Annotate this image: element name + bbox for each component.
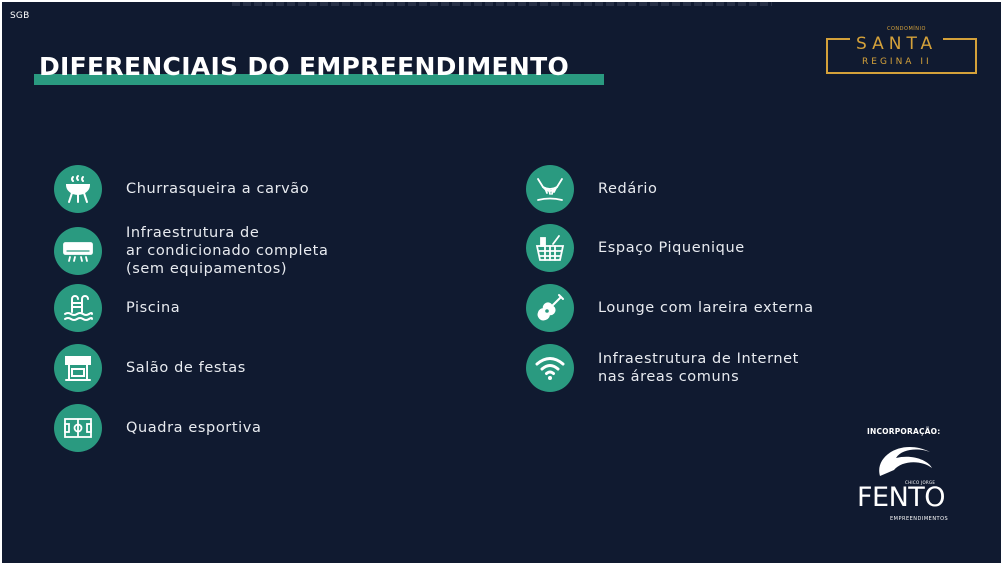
logo-small-text: CONDOMÍNIO (884, 26, 929, 32)
feature-label: Lounge com lareira externa (598, 300, 814, 316)
pool-icon (54, 284, 102, 332)
developer-sub-text: EMPREENDIMENTOS (890, 516, 949, 522)
feature-item-hammock: Redário (526, 165, 658, 213)
picnic-basket-icon (526, 224, 574, 272)
feature-label: Quadra esportiva (126, 420, 262, 436)
feature-item-pool: Piscina (54, 284, 180, 332)
feature-label: Infraestrutura de ar condicionado comple… (126, 225, 329, 277)
feature-label: Salão de festas (126, 360, 246, 376)
feature-item-internet: Infraestrutura de Internet nas áreas com… (526, 344, 799, 392)
logo-sub-text: REGINA II (862, 57, 932, 67)
developer-name: FENTO (857, 482, 946, 513)
feature-item-picnic: Espaço Piquenique (526, 224, 745, 272)
hammock-icon (526, 165, 574, 213)
party-hall-icon (54, 344, 102, 392)
guitar-icon (526, 284, 574, 332)
title-highlight-bar (34, 74, 604, 85)
cropped-text-strip (232, 2, 772, 6)
feature-item-barbecue: Churrasqueira a carvão (54, 165, 309, 213)
logo-main-text: SANTA (850, 34, 944, 54)
feature-label: Churrasqueira a carvão (126, 181, 310, 197)
feature-label: Piscina (126, 300, 181, 316)
feature-item-lounge: Lounge com lareira externa (526, 284, 814, 332)
fento-logo-icon (879, 447, 932, 476)
wifi-icon (526, 344, 574, 392)
developer-label: INCORPORAÇÃO: (867, 427, 941, 436)
developer-small-text: CHICO JORGE (905, 480, 936, 485)
corner-tag: SGB (10, 11, 30, 21)
air-conditioner-icon (54, 227, 102, 275)
feature-label: Infraestrutura de Internet nas áreas com… (598, 351, 799, 385)
feature-label: Espaço Piquenique (598, 240, 745, 256)
barbecue-icon (54, 165, 102, 213)
feature-item-air-conditioning: Infraestrutura de ar condicionado comple… (54, 224, 328, 278)
sports-court-icon (54, 404, 102, 452)
feature-label: Redário (598, 181, 658, 197)
slide-title: DIFERENCIAIS DO EMPREENDIMENTO (39, 52, 570, 81)
title-block: DIFERENCIAIS DO EMPREENDIMENTO (34, 52, 604, 86)
feature-item-party-hall: Salão de festas (54, 344, 246, 392)
feature-item-sports-court: Quadra esportiva (54, 404, 261, 452)
